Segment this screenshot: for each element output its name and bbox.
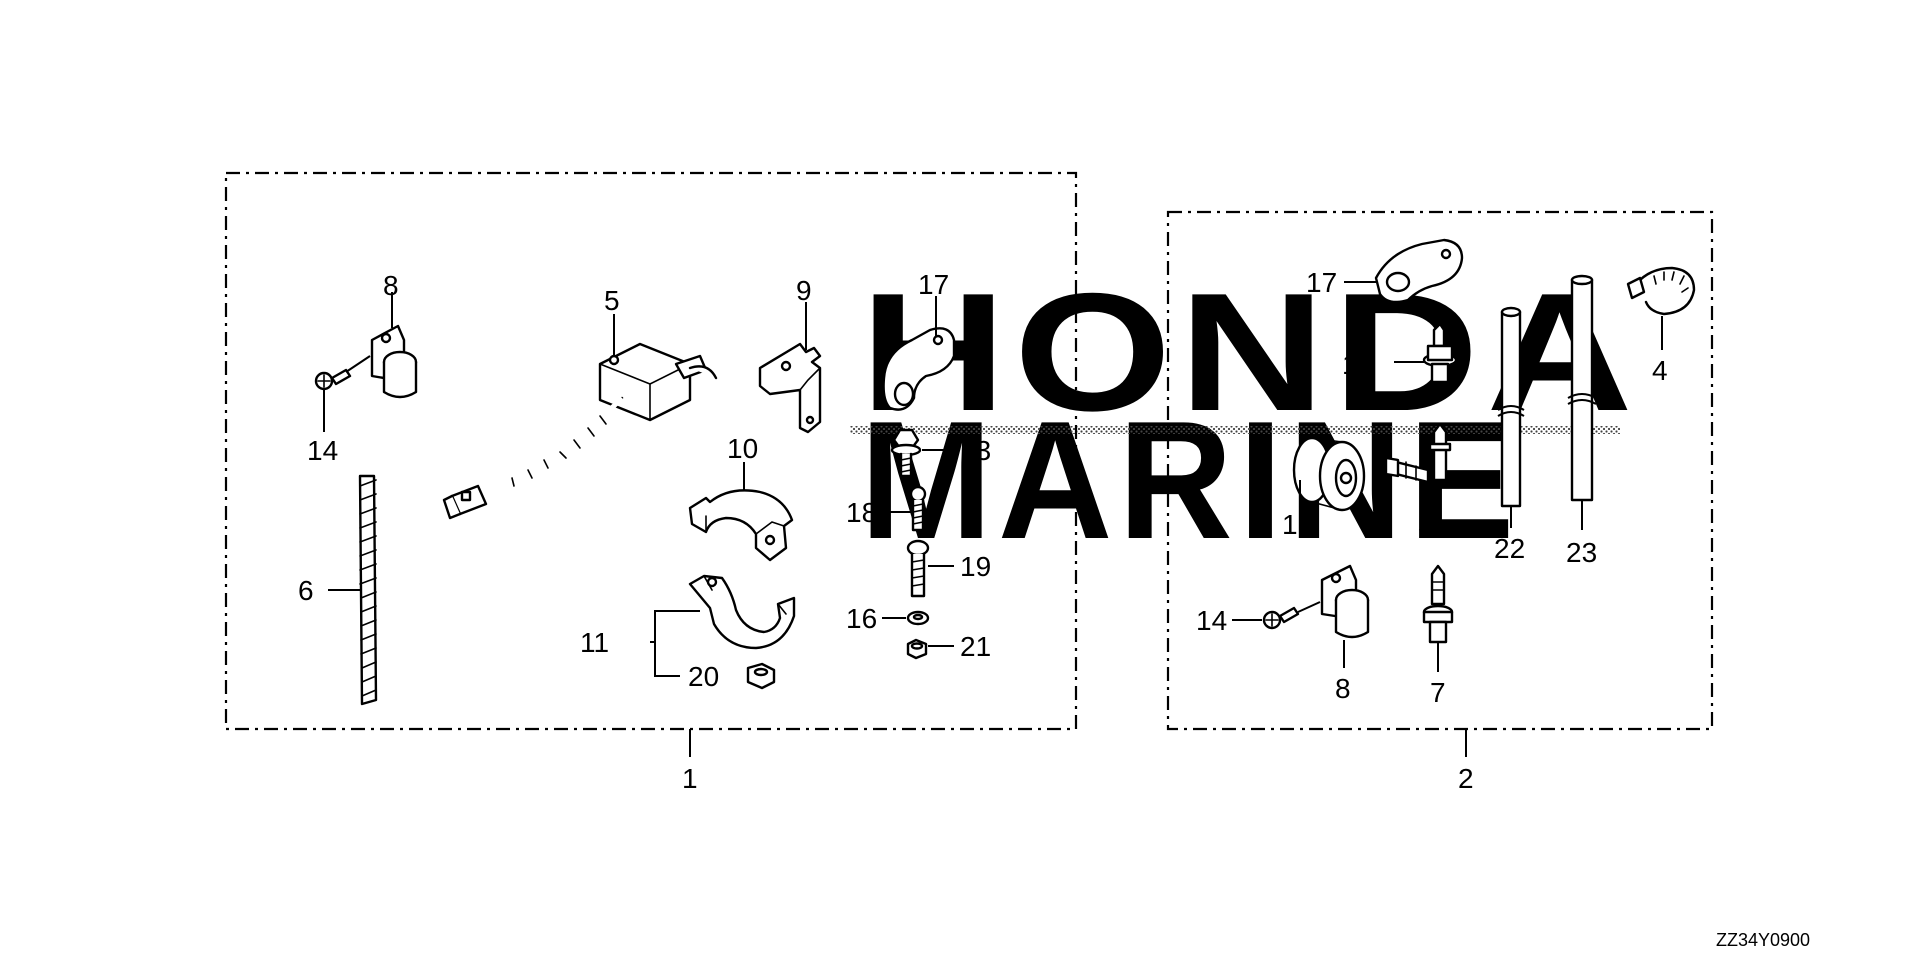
callout-22: 22 bbox=[1494, 533, 1525, 564]
callout-18: 18 bbox=[846, 497, 877, 528]
group-2-label: 2 bbox=[1458, 763, 1474, 794]
part-7-hose-fitting bbox=[1422, 564, 1454, 644]
callout-21: 21 bbox=[960, 631, 991, 662]
watermark-line-2: MARINE bbox=[860, 386, 1520, 574]
part-20-nut bbox=[746, 662, 776, 690]
part-15-fitting bbox=[1422, 322, 1458, 384]
part-5-switch-harness bbox=[442, 342, 718, 520]
part-6-spiral-wrap bbox=[358, 474, 378, 706]
part-17-clamp-group-2 bbox=[1374, 238, 1464, 304]
part-14-screw-group-1 bbox=[314, 368, 352, 391]
part-23-tube bbox=[1567, 274, 1597, 502]
callout-5: 5 bbox=[604, 285, 620, 316]
callout-19: 19 bbox=[960, 551, 991, 582]
part-8-clip-group-1 bbox=[370, 324, 418, 399]
callout-8-group-1: 8 bbox=[383, 270, 399, 301]
group-2-box bbox=[1166, 210, 1714, 731]
part-18-screw bbox=[909, 485, 927, 532]
callout-4: 4 bbox=[1652, 355, 1668, 386]
group-1-box bbox=[224, 171, 1078, 731]
callout-6: 6 bbox=[298, 575, 314, 606]
group-1-label: 1 bbox=[682, 763, 698, 794]
part-17-clamp-group-1 bbox=[882, 327, 956, 411]
callout-9: 9 bbox=[796, 275, 812, 306]
callout-14-group-1: 14 bbox=[307, 435, 338, 466]
callout-11: 11 bbox=[580, 627, 609, 658]
part-21-nut bbox=[906, 638, 928, 660]
part-10-half-clamp bbox=[688, 489, 794, 562]
callout-14-group-2: 14 bbox=[1196, 605, 1227, 636]
part-11-half-clamp-lower bbox=[688, 574, 796, 650]
callout-15: 15 bbox=[1342, 349, 1373, 380]
callout-8-group-2: 8 bbox=[1335, 673, 1351, 704]
callout-23: 23 bbox=[1566, 537, 1597, 568]
watermark: HONDA MARINE bbox=[850, 258, 1634, 574]
callout-10: 10 bbox=[727, 433, 758, 464]
part-16-washer bbox=[906, 610, 930, 626]
callout-17-group-2: 17 bbox=[1306, 267, 1337, 298]
callout-12: 12 bbox=[1282, 509, 1313, 540]
callout-16: 16 bbox=[846, 603, 877, 634]
callout-13: 13 bbox=[960, 435, 991, 466]
part-12-grommet bbox=[1292, 436, 1366, 512]
diagram-code: ZZ34Y0900 bbox=[1716, 930, 1810, 950]
callout-7: 7 bbox=[1430, 677, 1446, 708]
part-22-tube bbox=[1497, 306, 1525, 508]
part-19-pan-screw bbox=[906, 539, 930, 598]
callout-17-group-1: 17 bbox=[918, 269, 949, 300]
part-3-elbow-fitting bbox=[1384, 422, 1452, 484]
callout-20: 20 bbox=[688, 661, 719, 692]
part-8-clip-group-2 bbox=[1320, 564, 1370, 639]
part-14-screw-group-2 bbox=[1262, 606, 1300, 630]
callout-3: 3 bbox=[1418, 509, 1434, 540]
part-4-cable-tie bbox=[1626, 266, 1696, 316]
part-13-flange-bolt bbox=[890, 428, 922, 478]
part-9-bracket bbox=[758, 342, 822, 434]
